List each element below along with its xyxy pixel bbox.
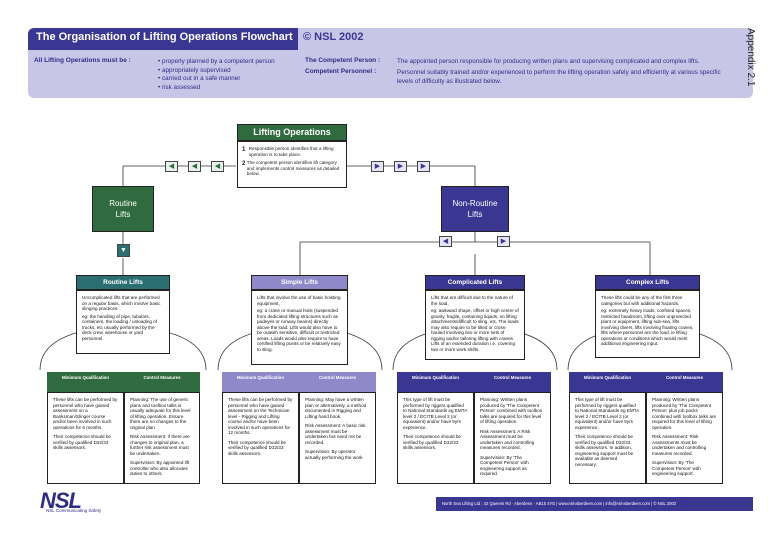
appendix-label: Appendix 2.1 [745, 28, 756, 87]
step-number: 1 [242, 146, 246, 153]
control-text: Planning: Written plans produced by 'The… [652, 397, 717, 430]
nsl-logo: NSL [40, 488, 82, 513]
complex-lifts-header: Complex Lifts [595, 275, 700, 290]
control-text: Supervision: By appointed lift controlle… [130, 460, 190, 476]
column-title: Simple Lifts [281, 279, 318, 286]
step-number: 2 [242, 160, 246, 167]
qualification-header: Minimum Qualification [47, 372, 124, 392]
control-text: Risk Assessment: If there are changes to… [130, 434, 190, 456]
routine-lifts-header: Routine Lifts [76, 275, 170, 290]
control-text: Planning: The use of generic plans and t… [130, 397, 191, 430]
control-header: Control Measures [474, 372, 551, 392]
control-header: Control Measures [124, 372, 200, 392]
column-eg: eg: extremely heavy loads, confined spac… [601, 308, 694, 346]
arrow-left-icon: ◀ [439, 236, 452, 247]
def-text: Personnel suitably trained and/or experi… [397, 69, 721, 85]
bullet-item: appropriately supervised [158, 67, 275, 76]
arrow-right-icon: ▶ [371, 161, 384, 172]
page-title: The Organisation of Lifting Operations F… [36, 31, 293, 43]
qualification-panel: This type of lift must be performed by r… [569, 392, 646, 484]
qualification-text: This type of lift must be performed by r… [575, 397, 640, 430]
complicated-lifts-header: Complicated Lifts [425, 275, 525, 290]
qualification-panel: This type of lift must be performed by r… [397, 392, 474, 484]
bullet-item: risk assessed [158, 84, 275, 93]
control-header: Control Measures [299, 372, 376, 392]
column-eg: eg: a crane or manual hoist (suspended f… [257, 308, 341, 352]
qualification-text: Their competence should be verified by q… [403, 434, 461, 450]
arrow-left-icon: ◀ [211, 161, 224, 172]
def-text: The appointed person responsible for pro… [397, 58, 700, 65]
lifting-operations-title: Lifting Operations [253, 127, 331, 137]
routine-lifts-box: Routine Lifts [92, 186, 154, 232]
arrow-left-icon: ◀ [188, 161, 201, 172]
qualification-text: These lifts can be performed by personne… [53, 397, 118, 430]
column-eg: eg: the handling of pipe, tubulars, cont… [82, 313, 158, 341]
arrow-right-icon: ▶ [394, 161, 407, 172]
bullet-item: properly planned by a competent person [158, 58, 275, 67]
control-text: Risk Assessment: Risk Assessments must b… [652, 434, 707, 456]
qualification-text: Their competence should be verified by q… [575, 434, 634, 467]
arrow-left-icon: ◀ [165, 161, 178, 172]
arrow-right-icon: ▶ [497, 236, 510, 247]
control-text: Supervision: By 'The Competent Person' w… [652, 460, 701, 476]
qualification-text: Their competence should be verified by q… [228, 439, 286, 456]
copyright: © NSL 2002 [303, 31, 364, 43]
step-text: Responsible person identifies that a lif… [248, 146, 334, 157]
complex-lifts-description: These lifts could be any of the first th… [595, 290, 700, 358]
control-panel: Planning: The use of generic plans and t… [124, 392, 200, 484]
control-text: Supervision: By 'The Competent Person' w… [480, 454, 529, 477]
column-desc: These lifts could be any of the first th… [601, 295, 683, 306]
control-header: Control Measures [646, 372, 723, 392]
complicated-lifts-description: Lifts that are difficult due to the natu… [425, 290, 525, 360]
qualification-text: This type of lift must be performed by r… [403, 397, 468, 430]
non-routine-lifts-box: Non-Routine Lifts [441, 186, 509, 232]
column-desc: Lifts that involve the use of basic hois… [257, 295, 341, 306]
control-text: Risk Assessment: A basic risk assessment… [305, 423, 366, 445]
column-title: Routine Lifts [103, 279, 143, 286]
def-term: The Competent Person : [305, 57, 381, 64]
control-text: Planning: Written plans produced by 'The… [480, 397, 543, 424]
intro-label: All Lifting Operations must be : [34, 57, 131, 64]
lifting-operations-title-box: Lifting Operations [237, 124, 347, 141]
qualification-panel: These lifts can be performed by personne… [222, 392, 299, 484]
column-title: Complicated Lifts [447, 279, 503, 286]
bullet-item: carried out in a safe manner [158, 75, 275, 84]
qualification-header: Minimum Qualification [397, 372, 474, 392]
qualification-header: Minimum Qualification [569, 372, 646, 392]
qualification-header: Minimum Qualification [222, 372, 299, 392]
nonroutine-line2: Lifts [467, 210, 483, 219]
routine-lifts-description: Uncomplicated lifts that are performed o… [76, 290, 170, 354]
intro-bullets: properly planned by a competent person a… [158, 58, 275, 92]
control-panel: Planning: Written plans produced by 'The… [646, 392, 723, 484]
routine-line2: Lifts [115, 210, 131, 219]
qualification-text: Their competence should be verified by q… [53, 434, 111, 450]
title-bar [28, 28, 298, 50]
control-text: Risk Assessment: A Risk Assessment must … [480, 428, 535, 451]
column-desc: Lifts that are difficult due to the natu… [431, 295, 513, 306]
qualification-text: These lifts can be performed by personne… [228, 397, 293, 435]
nonroutine-line1: Non-Routine [452, 199, 498, 208]
routine-line1: Routine [109, 199, 137, 208]
arrow-down-icon: ▼ [117, 244, 130, 257]
logo-tagline: NSL Communicating Safety [46, 508, 102, 513]
simple-lifts-header: Simple Lifts [251, 275, 348, 290]
def-term: Competent Personnel : [305, 68, 377, 75]
step-text: The competent person identifies lift cat… [246, 160, 340, 176]
control-panel: Planning: May have a written plan or alt… [299, 392, 376, 484]
simple-lifts-description: Lifts that involve the use of basic hois… [251, 290, 348, 365]
qualification-panel: These lifts can be performed by personne… [47, 392, 124, 484]
column-title: Complex Lifts [626, 279, 669, 286]
lifting-operations-steps: 1 Responsible person identifies that a l… [237, 141, 347, 188]
control-text: Supervision: By operator actually perfor… [305, 449, 364, 460]
column-eg: eg: awkward shape, offset or high centre… [431, 308, 519, 352]
arrow-right-icon: ▶ [417, 161, 430, 172]
footer-bar: North Sea Lifting Ltd : 42 Queens Rd · A… [436, 497, 753, 511]
control-text: Planning: May have a written plan or alt… [305, 397, 367, 419]
control-panel: Planning: Written plans produced by 'The… [474, 392, 551, 484]
column-desc: Uncomplicated lifts that are performed o… [82, 295, 161, 311]
